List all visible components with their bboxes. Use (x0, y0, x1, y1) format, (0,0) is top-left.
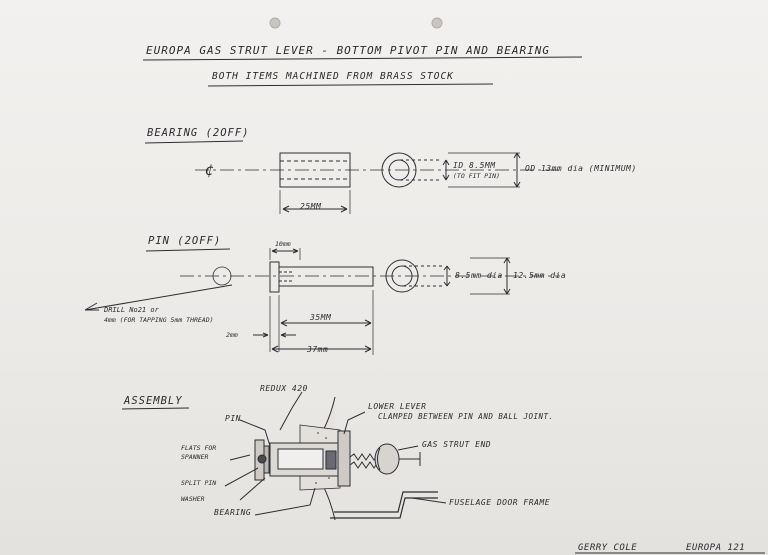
split-pin-label: SPLIT PIN (181, 479, 217, 487)
punch-hole-left (270, 18, 280, 28)
pin-head-thickness-label: 10mm (275, 240, 291, 248)
lower-lever-label: LOWER LEVER (368, 402, 427, 411)
pin-heading-underline (146, 249, 230, 251)
assembly-heading-underline (122, 408, 189, 409)
pin-side-view (85, 248, 560, 355)
pin-head-dia-label: 12.5mm dia (513, 271, 567, 280)
fuselage-door-frame-label: FUSELAGE DOOR FRAME (449, 498, 551, 507)
bearing-side-view (195, 153, 560, 214)
assembly-heading: ASSEMBLY (124, 395, 183, 407)
bearing-od-label: OD 13mm dia (MINIMUM) (525, 164, 637, 173)
pin-gap-label: 2mm (226, 331, 238, 339)
title-underline (143, 57, 582, 60)
washer-label: WASHER (181, 495, 205, 503)
page-subtitle: BOTH ITEMS MACHINED FROM BRASS STOCK (212, 71, 454, 82)
gas-strut-end-label: GAS STRUT END (422, 440, 492, 449)
bearing-label: BEARING (214, 508, 252, 517)
assembly-drawing (225, 392, 446, 520)
pin-end-view (386, 258, 510, 294)
pin-label: PIN (225, 414, 241, 423)
pin-overall-length-label: 37mm (307, 345, 329, 354)
page-title: EUROPA GAS STRUT LEVER - BOTTOM PIVOT PI… (146, 44, 550, 57)
drill-note-line-2: 4mm (FOR TAPPING 5mm THREAD) (104, 316, 214, 324)
bearing-heading: BEARING (2OFF) (147, 127, 250, 139)
pin-shank-length-label: 35MM (310, 313, 332, 322)
bearing-id-note: (TO FIT PIN) (453, 172, 500, 180)
pin-heading: PIN (2OFF) (148, 235, 222, 247)
bearing-length-label: 25MM (300, 202, 322, 211)
clamped-note: CLAMPED BETWEEN PIN AND BALL JOINT. (378, 412, 554, 421)
signature-model: EUROPA 121 (686, 543, 746, 553)
redux-label: REDUX 420 (260, 384, 308, 393)
bearing-end-view (382, 153, 520, 187)
flats-label-line-1: FLATS FOR (181, 444, 217, 452)
drill-note-line-1: DRILL No21 or (104, 306, 159, 314)
centerline-symbol: ¢ (205, 161, 216, 179)
subtitle-underline (208, 84, 493, 86)
signature-name: GERRY COLE (578, 543, 638, 553)
bearing-id-label: ID 8.5MM (453, 161, 496, 170)
pin-shank-dia-label: 8.5mm dia (455, 271, 503, 280)
punch-hole-right (432, 18, 442, 28)
flats-label-line-2: SPANNER (181, 453, 209, 461)
bearing-heading-underline (145, 141, 243, 143)
